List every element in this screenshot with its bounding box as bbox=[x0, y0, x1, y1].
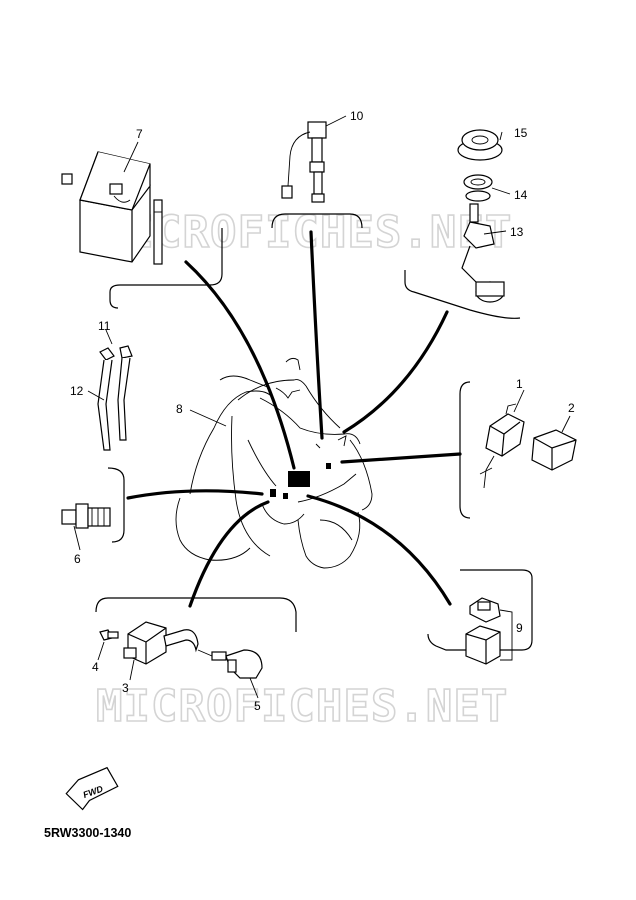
callout-2: 2 bbox=[568, 401, 575, 415]
harness-line-relay bbox=[340, 452, 462, 464]
fwd-arrow-icon: FWD bbox=[65, 766, 119, 811]
bracket-relay bbox=[459, 381, 471, 519]
callout-14: 14 bbox=[514, 188, 528, 202]
fuel-gasket-ring-icon bbox=[463, 174, 493, 202]
relay-block-icon bbox=[531, 429, 577, 471]
relay-icon bbox=[479, 403, 525, 489]
bracket-switch bbox=[107, 467, 125, 543]
fuse-icon bbox=[465, 597, 501, 665]
watermark-bottom: MICROFICHES.NET bbox=[96, 681, 508, 732]
callout-11: 11 bbox=[98, 319, 111, 333]
bracket-fuel-sender bbox=[404, 270, 521, 319]
callout-6: 6 bbox=[74, 552, 81, 566]
callout-1: 1 bbox=[516, 377, 523, 391]
watermark-top: MICROFICHES.NET bbox=[100, 207, 512, 258]
callout-15: 15 bbox=[514, 126, 528, 140]
callout-4: 4 bbox=[92, 660, 99, 674]
bracket-sensor bbox=[271, 213, 363, 229]
callout-12: 12 bbox=[70, 384, 84, 398]
harness-clip-icon bbox=[326, 463, 331, 469]
harness-line-switch bbox=[126, 489, 264, 500]
scooter-outline bbox=[175, 357, 373, 569]
sensor-icon bbox=[281, 121, 327, 203]
harness-line-fuse bbox=[306, 494, 452, 606]
battery-icon bbox=[61, 151, 163, 265]
harness-line-fuel-sender bbox=[342, 310, 449, 434]
harness-clip-icon bbox=[283, 493, 288, 499]
harness-line-sensor bbox=[309, 230, 324, 440]
cable-tie-icon bbox=[97, 345, 133, 451]
harness-line-battery bbox=[184, 260, 296, 470]
fuel-sender-unit-icon bbox=[461, 203, 505, 303]
callout-13: 13 bbox=[510, 225, 524, 239]
diagram-code: 5RW3300-1340 bbox=[44, 826, 132, 840]
callout-5: 5 bbox=[254, 699, 261, 713]
leader-lines bbox=[73, 115, 571, 699]
main-harness-connector bbox=[288, 471, 310, 487]
bracket-ignition bbox=[95, 597, 297, 632]
bracket-fuse bbox=[427, 569, 533, 651]
callout-7: 7 bbox=[136, 127, 143, 141]
harness-tie-icon bbox=[337, 435, 347, 447]
bracket-battery bbox=[109, 228, 223, 309]
callout-9: 9 bbox=[516, 621, 523, 635]
harness-tie-icon bbox=[315, 443, 321, 449]
harness-clip-icon bbox=[270, 489, 276, 497]
ignition-coil-icon bbox=[123, 621, 199, 665]
harness-line-ignition bbox=[188, 500, 270, 608]
neutral-switch-icon bbox=[61, 503, 111, 529]
callout-8: 8 bbox=[176, 402, 183, 416]
callout-3: 3 bbox=[122, 681, 129, 695]
callout-10: 10 bbox=[350, 109, 364, 123]
spark-plug-cap-icon bbox=[197, 649, 263, 679]
bolt-icon bbox=[99, 629, 119, 641]
fuel-cap-grommet-icon bbox=[457, 129, 503, 161]
